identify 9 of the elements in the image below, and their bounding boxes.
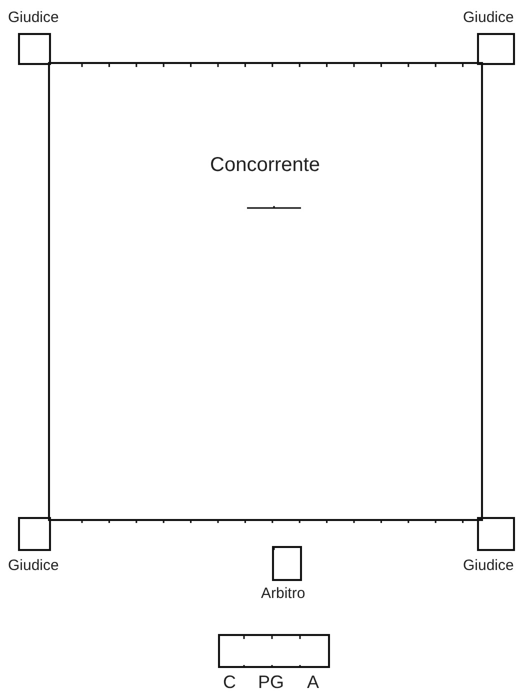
area-label: Concorrente — [210, 155, 320, 175]
table-label: A — [307, 673, 320, 691]
judge-label: Giudice — [8, 10, 59, 25]
judge-label: Giudice — [463, 558, 514, 573]
judge-label: Giudice — [463, 10, 514, 25]
table-label: C — [223, 673, 236, 691]
referee-label: Arbitro — [261, 586, 306, 601]
judge-label: Giudice — [8, 558, 59, 573]
table-label: PG — [258, 673, 284, 691]
